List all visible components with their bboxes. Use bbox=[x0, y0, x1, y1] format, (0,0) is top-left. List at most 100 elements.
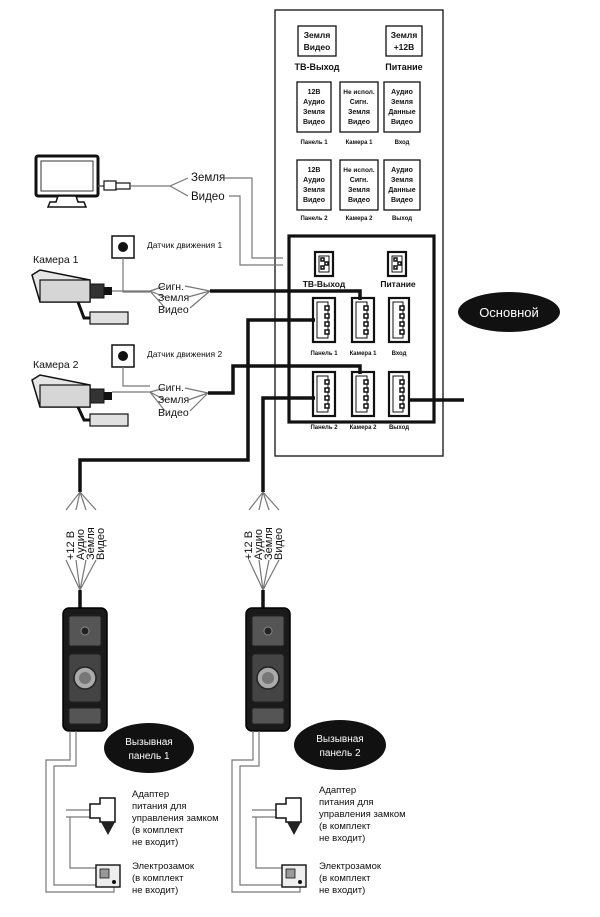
panel2-adapter-line-2: питания для bbox=[319, 797, 374, 808]
input-connector-label: Вход bbox=[392, 351, 407, 357]
camera2-wire-ground: Земля bbox=[158, 394, 189, 406]
panel2-block-line-4: Видео bbox=[303, 197, 325, 204]
call-panel-2-badge-line-2: панель 2 bbox=[319, 748, 361, 759]
panel2-block-caption: Панель 2 bbox=[300, 216, 328, 222]
panel2-block: 12В Аудио Земля Видео Панель 2 bbox=[296, 159, 332, 222]
panel2-adapter-icon bbox=[275, 797, 302, 835]
tv-out-line-1: Земля bbox=[304, 30, 331, 40]
input-block-line-4: Видео bbox=[391, 119, 413, 126]
monitor-wire-video-line bbox=[229, 195, 283, 266]
monitor bbox=[34, 154, 131, 208]
panel2-trunk bbox=[261, 396, 315, 492]
panel2-lock-line-2: (в комплект bbox=[319, 873, 371, 884]
camera1-connector-label: Камера 1 bbox=[350, 351, 378, 357]
camera2-block-line-2: Сигн. bbox=[350, 177, 369, 184]
tv-out-line-2: Видео bbox=[304, 42, 331, 52]
camera1-wire-fan bbox=[184, 285, 211, 309]
panel2-wire-12v: +12 В bbox=[243, 531, 255, 560]
camera2-wire-video: Видео bbox=[158, 407, 189, 419]
monitor-wire-ground: Земля bbox=[191, 172, 225, 184]
panel1-block-caption: Панель 1 bbox=[300, 140, 328, 146]
power-connector-label: Питание bbox=[380, 279, 416, 289]
panel1-block-line-2: Аудио bbox=[303, 99, 325, 106]
panel2-connector: Панель 2 bbox=[310, 370, 338, 431]
panel1-adapter-line-3: управления замком bbox=[132, 813, 219, 824]
panel1-block: 12В Аудио Земля Видео Панель 1 bbox=[296, 81, 332, 146]
output-connector-label: Выход bbox=[389, 425, 409, 431]
panel2-block-line-1: 12В bbox=[308, 167, 321, 174]
input-block-line-1: Аудио bbox=[391, 89, 413, 96]
camera2-wire-signal: Сигн. bbox=[158, 382, 184, 394]
camera2-block-line-4: Видео bbox=[348, 197, 370, 204]
panel2-wire-ground: Земля bbox=[263, 527, 275, 560]
tv-out-block: Земля Видео ТВ-Выход bbox=[294, 25, 340, 72]
panel1-wire-12v: +12 В bbox=[65, 531, 77, 560]
camera1-wire-video: Видео bbox=[158, 304, 189, 316]
call-panel-1-badge-line-2: панель 1 bbox=[128, 751, 170, 762]
camera1-icon bbox=[31, 269, 129, 325]
panel2-wire-fan-lower bbox=[248, 559, 280, 591]
output-block-line-2: Земля bbox=[391, 177, 413, 184]
panel1-wire-fan-lower bbox=[65, 559, 97, 591]
monitor-wire-video: Видео bbox=[191, 191, 225, 203]
camera1-connector: Камера 1 bbox=[350, 296, 378, 357]
camera1-block-caption: Камера 1 bbox=[346, 140, 374, 146]
camera1-cable bbox=[112, 285, 166, 309]
panel2-connector-label: Панель 2 bbox=[310, 425, 338, 431]
camera2-connector: Камера 2 bbox=[350, 370, 378, 431]
power-block: Земля +12В Питание bbox=[385, 25, 423, 72]
camera2-cable bbox=[112, 387, 166, 412]
panel1-lock-line-2: (в комплект bbox=[132, 873, 184, 884]
camera2-label: Камера 2 bbox=[33, 359, 79, 371]
panel2-lock-icon bbox=[281, 864, 307, 888]
power-connector: Питание bbox=[380, 250, 416, 289]
camera2-block: Не испол. Сигн. Земля Видео Камера 2 bbox=[339, 159, 379, 222]
camera2-connector-label: Камера 2 bbox=[350, 425, 378, 431]
camera1-block-line-4: Видео bbox=[348, 119, 370, 126]
panel2-block-line-3: Земля bbox=[303, 187, 325, 194]
panel1-adapter-line-5: не входит) bbox=[132, 837, 178, 848]
output-block-line-1: Аудио bbox=[391, 167, 413, 174]
camera2-sensor: Датчик движения 2 bbox=[111, 344, 222, 368]
main-unit: Земля Видео ТВ-Выход Земля +12В Питание … bbox=[274, 9, 444, 457]
power-caption: Питание bbox=[385, 62, 422, 72]
panel2-wire-audio: Аудио bbox=[253, 529, 265, 560]
camera1-block-line-2: Сигн. bbox=[350, 99, 369, 106]
power-line-1: Земля bbox=[391, 30, 418, 40]
panel1-lock-icon bbox=[95, 864, 121, 888]
main-unit-badge-text: Основной bbox=[479, 305, 539, 320]
tv-out-connector-label: ТВ-Выход bbox=[303, 279, 346, 289]
camera2-block-caption: Камера 2 bbox=[346, 216, 374, 222]
camera2-sensor-cable bbox=[122, 367, 150, 387]
panel1-lock-line-3: не входит) bbox=[132, 885, 178, 896]
call-panel-1-icon bbox=[62, 607, 108, 732]
panel1-wire-video: Видео bbox=[95, 528, 107, 560]
call-panel-2-lock-cable bbox=[231, 731, 301, 893]
input-block: Аудио Земля Данные Видео Вход bbox=[383, 81, 421, 146]
panel1-wire-ground: Земля bbox=[85, 527, 97, 560]
monitor-wire-ground-line bbox=[224, 177, 283, 259]
camera1-trunk bbox=[210, 289, 362, 300]
call-panel-2-icon bbox=[245, 607, 291, 732]
power-line-2: +12В bbox=[394, 42, 415, 52]
panel2-lock-line-1: Электрозамок bbox=[319, 861, 382, 872]
panel2-adapter-line-1: Адаптер bbox=[319, 785, 356, 796]
input-block-line-2: Земля bbox=[391, 99, 413, 106]
output-block: Аудио Земля Данные Видео Выход bbox=[383, 159, 421, 222]
camera2-block-line-3: Земля bbox=[348, 187, 370, 194]
camera1-wire-ground: Земля bbox=[158, 292, 189, 304]
camera2-wire-fan bbox=[184, 387, 209, 412]
panel1-block-line-1: 12В bbox=[308, 89, 321, 96]
panel1-lock-line-1: Электрозамок bbox=[132, 861, 195, 872]
camera1-label: Камера 1 bbox=[33, 254, 79, 266]
camera1-wire-signal: Сигн. bbox=[158, 281, 184, 293]
call-panel-1-lock-cable bbox=[45, 731, 115, 893]
output-connector: Выход bbox=[387, 370, 411, 431]
panel2-wire-video: Видео bbox=[273, 528, 285, 560]
panel2-adapter-line-4: (в комплект bbox=[319, 821, 371, 832]
panel1-adapter-line-1: Адаптер bbox=[132, 789, 169, 800]
output-block-line-4: Видео bbox=[391, 197, 413, 204]
panel1-adapter-line-4: (в комплект bbox=[132, 825, 184, 836]
panel1-trunk bbox=[78, 318, 315, 492]
panel1-connector-label: Панель 1 bbox=[310, 351, 338, 357]
